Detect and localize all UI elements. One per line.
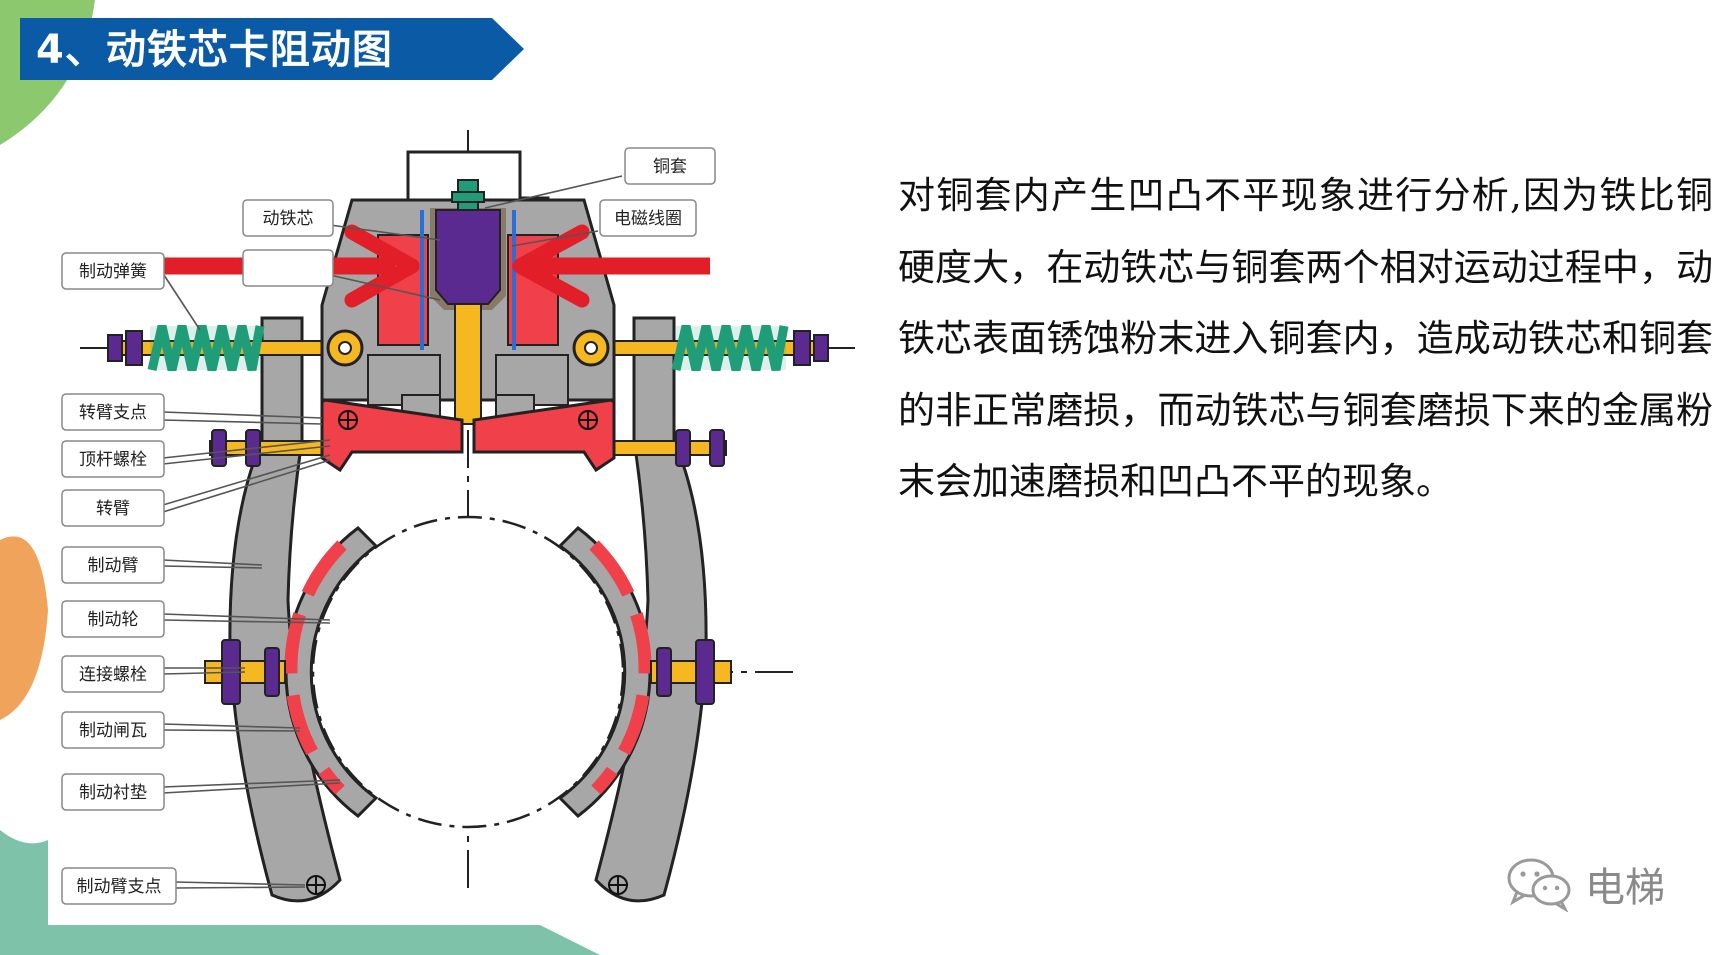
copper-sleeve-left	[420, 210, 424, 350]
moving-core	[435, 209, 501, 305]
label-brake-wheel: 制动轮	[61, 600, 165, 638]
label-brake-lining: 制动衬垫	[61, 773, 165, 811]
teal-bottom-decor	[0, 830, 600, 955]
label-copper-sleeve: 铜套	[624, 147, 716, 185]
right-brake-lining	[589, 540, 652, 795]
svg-text:铜套: 铜套	[653, 157, 687, 177]
label-brake-shoe: 制动闸瓦	[61, 711, 165, 749]
svg-text:制动闸瓦: 制动闸瓦	[79, 721, 147, 741]
brand-name: 电梯	[1585, 865, 1665, 911]
svg-text:顶杆螺栓: 顶杆螺栓	[79, 450, 147, 470]
svg-text:制动弹簧: 制动弹簧	[79, 262, 147, 282]
right-push-bolt	[605, 440, 727, 456]
svg-text:制动衬垫: 制动衬垫	[79, 783, 147, 803]
label-moving-core: 动铁芯	[242, 199, 334, 237]
label-brake-arm-pivot: 制动臂支点	[61, 867, 177, 905]
wechat-icon	[1507, 858, 1571, 912]
label-push-bolt: 顶杆螺栓	[61, 440, 165, 478]
label-coil: 电磁线圈	[599, 199, 697, 237]
right-force-arrow	[512, 224, 710, 308]
push-rod	[454, 303, 482, 425]
svg-text:制动臂支点: 制动臂支点	[77, 877, 162, 897]
label-brake-arm: 制动臂	[61, 546, 165, 584]
hidden-label-box	[242, 249, 334, 287]
svg-text:制动轮: 制动轮	[88, 610, 139, 630]
analysis-paragraph: 对铜套内产生凹凸不平现象进行分析,因为铁比铜硬度大，在动铁芯与铜套两个相对运动过…	[898, 174, 1713, 503]
svg-text:动铁芯: 动铁芯	[263, 209, 314, 229]
label-spring: 制动弹簧	[61, 252, 165, 290]
left-brake-lining	[284, 540, 347, 795]
title-bar	[20, 18, 524, 80]
svg-text:转臂: 转臂	[96, 499, 130, 519]
leader-lines	[161, 175, 623, 889]
label-boxes: 铜套 电磁线圈 动铁芯 制动弹簧 转臂支点 顶杆螺栓	[61, 147, 716, 905]
right-brake-spring	[671, 325, 829, 371]
svg-text:电磁线圈: 电磁线圈	[614, 209, 682, 229]
label-link-bolt: 连接螺栓	[61, 655, 165, 693]
svg-text:转臂支点: 转臂支点	[79, 403, 147, 423]
label-pivot-arm: 转臂	[61, 489, 165, 527]
copper-sleeve-right	[512, 210, 516, 350]
svg-text:连接螺栓: 连接螺栓	[79, 665, 147, 685]
orange-side-decor	[0, 536, 48, 720]
brake-wheel	[311, 515, 625, 829]
slide-title: 4、动铁芯卡阻动图	[36, 27, 393, 73]
left-brake-spring	[107, 325, 265, 371]
brand-watermark: 电梯	[1505, 855, 1665, 913]
svg-text:制动臂: 制动臂	[88, 556, 139, 576]
brake-diagram: 铜套 电磁线圈 动铁芯 制动弹簧 转臂支点 顶杆螺栓	[61, 130, 855, 905]
label-pivot-arm-pin: 转臂支点	[61, 393, 165, 431]
